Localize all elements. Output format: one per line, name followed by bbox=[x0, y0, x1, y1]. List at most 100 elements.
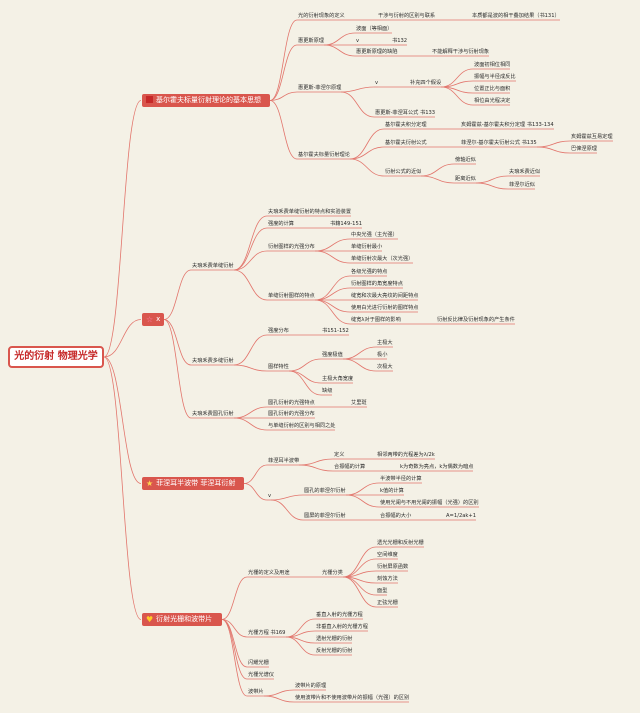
node-g-a3[interactable]: 衍射屏原函数 bbox=[377, 564, 409, 570]
node-s2-b3[interactable]: 缺级 bbox=[322, 388, 333, 394]
node-s1-b1[interactable]: 书籍149-151 bbox=[330, 221, 363, 227]
node-s1-d2[interactable]: 衍射图样的角宽度特点 bbox=[351, 281, 403, 287]
node-huygens-c1[interactable]: 不能解释干涉与衍射现象 bbox=[432, 49, 490, 55]
node-e-2[interactable]: 非垂直入射的光栅方程 bbox=[316, 624, 368, 630]
node-kt-c1[interactable]: 傍轴近似 bbox=[455, 157, 476, 163]
node-grating-eq[interactable]: 光栅方程 书169 bbox=[248, 630, 286, 636]
node-g-a6[interactable]: 正弦光栅 bbox=[377, 600, 398, 606]
node-v-b[interactable]: 圆屏的菲涅尔衍射 bbox=[304, 513, 346, 519]
connector-line bbox=[420, 163, 455, 177]
node-zp-2[interactable]: 使用波带片和不使用波带片的振幅（光强）的区别 bbox=[295, 695, 410, 701]
node-kt-b[interactable]: 基尔霍夫衍射公式 bbox=[385, 140, 427, 146]
node-circular[interactable]: 夫琅禾费圆孔衍射 bbox=[192, 411, 234, 417]
node-kt-c[interactable]: 衍射公式的近似 bbox=[385, 169, 422, 175]
node-huygens[interactable]: 惠更斯原理 bbox=[298, 38, 324, 44]
node-kt-b1b[interactable]: 巴俾涅原理 bbox=[571, 146, 597, 152]
node-s2-b1[interactable]: 强度极值 bbox=[322, 352, 343, 358]
node-s2-b1b[interactable]: 极小 bbox=[377, 352, 388, 358]
node-s1-d1[interactable]: 各级光强的特点 bbox=[351, 269, 388, 275]
node-g-a1[interactable]: 透光光栅和反射光栅 bbox=[377, 540, 424, 546]
node-e-3[interactable]: 透射光栅的衍射 bbox=[316, 636, 353, 642]
node-s3-a1[interactable]: 艾里斑 bbox=[351, 400, 367, 406]
node-v-a1[interactable]: 半波带半径的计算 bbox=[380, 476, 422, 482]
node-kt-b1[interactable]: 菲涅尔-基尔霍夫衍射公式 书135 bbox=[461, 140, 537, 146]
node-s1-c1[interactable]: 中央光强（主光强） bbox=[351, 232, 398, 238]
node-s3-a[interactable]: 圆孔衍射的光强特点 bbox=[268, 400, 315, 406]
node-def-b[interactable]: 本质都是波的相干叠加结果（书131） bbox=[472, 13, 560, 19]
node-h-a[interactable]: 定义 bbox=[334, 452, 345, 458]
node-v-a[interactable]: 圆孔的菲涅尔衍射 bbox=[304, 488, 346, 494]
node-huygens-b1[interactable]: 书132 bbox=[392, 38, 408, 44]
node-hf-l2[interactable]: 振幅与半径成反比 bbox=[474, 74, 516, 80]
node-e-1[interactable]: 垂直入射的光栅方程 bbox=[316, 612, 363, 618]
node-s1-d5a[interactable]: 衍射反比律及衍射现象的产生条件 bbox=[437, 317, 515, 323]
node-hf-l3[interactable]: 位置正比与面积 bbox=[474, 86, 511, 92]
node-kirchhoff[interactable]: 基尔霍夫标量衍射理论 bbox=[298, 152, 350, 158]
node-g-a[interactable]: 光栅分类 bbox=[322, 570, 343, 576]
node-s1-c2[interactable]: 单缝衍射最小 bbox=[351, 244, 383, 250]
node-kt-b1a[interactable]: 亥姆霍兹互易定理 bbox=[571, 134, 613, 140]
node-hf-formula[interactable]: 惠更斯-菲涅耳公式 书133 bbox=[375, 110, 436, 116]
node-s1-d[interactable]: 单缝衍射图样的特点 bbox=[268, 293, 315, 299]
node-zp-1[interactable]: 波带片的原理 bbox=[295, 683, 327, 689]
node-h-b1[interactable]: k为奇数为亮点，k为偶数为暗点 bbox=[400, 464, 474, 470]
node-v-b1a[interactable]: A=1/2ak+1 bbox=[446, 513, 477, 519]
branch-kirchhoff[interactable]: 基尔霍夫标量衍射理论的基本思想 bbox=[142, 94, 270, 107]
node-kt-a[interactable]: 基尔霍夫积分定理 bbox=[385, 122, 427, 128]
node-s1-d5[interactable]: 缝宽λ对于图样的影响 bbox=[351, 317, 401, 323]
node-s2-b2[interactable]: 主极大角宽度 bbox=[322, 376, 354, 382]
node-v-a3[interactable]: 使用光阑与不用光阑的振幅（光强）的区别 bbox=[380, 500, 479, 506]
node-def[interactable]: 光的衍射现象的定义 bbox=[298, 13, 345, 19]
node-kt-c2a[interactable]: 夫琅禾费近似 bbox=[509, 169, 541, 175]
node-s3-c[interactable]: 与单缝衍射的区别与相同之处 bbox=[268, 423, 336, 429]
node-zoneplate[interactable]: 波带片 bbox=[248, 689, 264, 695]
connector-line bbox=[221, 576, 248, 620]
node-v-b1[interactable]: 合振幅的大小 bbox=[380, 513, 412, 519]
node-grating-def[interactable]: 光栅的定义及用途 bbox=[248, 570, 290, 576]
node-halfwave[interactable]: 菲涅耳半波带 bbox=[268, 458, 300, 464]
branch-fraunhofer[interactable]: ☆x bbox=[142, 313, 164, 326]
node-kt-a1[interactable]: 亥姆霍兹-基尔霍夫积分定理 书133-134 bbox=[461, 122, 554, 128]
node-hf[interactable]: 惠更斯-菲涅尔原理 bbox=[298, 85, 342, 91]
node-huygens-b[interactable]: v bbox=[356, 38, 360, 44]
node-huygens-c[interactable]: 惠更斯原理的缺陷 bbox=[356, 49, 398, 55]
node-hf-l4[interactable]: 相位由光程决定 bbox=[474, 98, 511, 104]
node-s2-a[interactable]: 强度分布 bbox=[268, 328, 289, 334]
branch-fresnel[interactable]: ★菲涅耳半波带 菲涅耳衍射 bbox=[142, 477, 244, 490]
node-s2-a1[interactable]: 书151-152 bbox=[322, 328, 349, 334]
node-huygens-a[interactable]: 波面（等相面） bbox=[356, 26, 393, 32]
connector-line bbox=[440, 86, 474, 106]
node-e-4[interactable]: 反射光栅的衍射 bbox=[316, 648, 353, 654]
node-g-a2[interactable]: 空间维度 bbox=[377, 552, 398, 558]
central-topic[interactable]: 光的衍射 物理光学 bbox=[8, 346, 104, 368]
node-h-b[interactable]: 合振幅的计算 bbox=[334, 464, 366, 470]
node-single-slit[interactable]: 夫琅禾费单缝衍射 bbox=[192, 263, 234, 269]
node-s1-c[interactable]: 衍射图样的光强分布 bbox=[268, 244, 315, 250]
node-hf-v1[interactable]: 补充四个假设 bbox=[410, 80, 442, 86]
node-kt-c2b[interactable]: 菲涅尔近似 bbox=[509, 182, 535, 188]
node-multi-slit[interactable]: 夫琅禾费多缝衍射 bbox=[192, 358, 234, 364]
node-spectrometer[interactable]: 光栅光谱仪 bbox=[248, 672, 274, 678]
node-s1-a[interactable]: 夫琅禾费单缝衍射的特点和实验装置 bbox=[268, 209, 352, 215]
node-s2-b1c[interactable]: 次极大 bbox=[377, 364, 393, 370]
node-def-a[interactable]: 干涉与衍射的区别与联系 bbox=[378, 13, 436, 19]
node-s2-b[interactable]: 图样特性 bbox=[268, 364, 289, 370]
node-s2-b1a[interactable]: 主极大 bbox=[377, 340, 393, 346]
node-hf-l1[interactable]: 波面初相位相同 bbox=[474, 62, 511, 68]
node-s1-d4[interactable]: 使用白光进行衍射的图样特点 bbox=[351, 305, 419, 311]
node-s1-c3[interactable]: 单缝衍射次最大（次光强） bbox=[351, 256, 414, 262]
node-g-a5[interactable]: 面型 bbox=[377, 588, 388, 594]
node-hf-v[interactable]: v bbox=[375, 80, 379, 86]
node-s3-b[interactable]: 圆孔衍射的光强分布 bbox=[268, 411, 315, 417]
node-kt-c2[interactable]: 距离近似 bbox=[455, 176, 476, 182]
orange-star-icon: ★ bbox=[146, 479, 154, 488]
connector-line bbox=[340, 86, 375, 93]
node-s1-d3[interactable]: 缝宽和次最大亮纹的间距特点 bbox=[351, 293, 419, 299]
node-v-a2[interactable]: k值的计算 bbox=[380, 488, 404, 494]
branch-grating[interactable]: ♥衍射光栅和波带片 bbox=[142, 613, 222, 626]
node-v[interactable]: v bbox=[268, 493, 272, 499]
node-s1-b[interactable]: 强度的计算 bbox=[268, 221, 294, 227]
node-blazed[interactable]: 闪耀光栅 bbox=[248, 660, 269, 666]
node-g-a4[interactable]: 刻蚀方法 bbox=[377, 576, 398, 582]
node-h-a1[interactable]: 相邻两带的光程差为λ/2k bbox=[377, 452, 435, 458]
